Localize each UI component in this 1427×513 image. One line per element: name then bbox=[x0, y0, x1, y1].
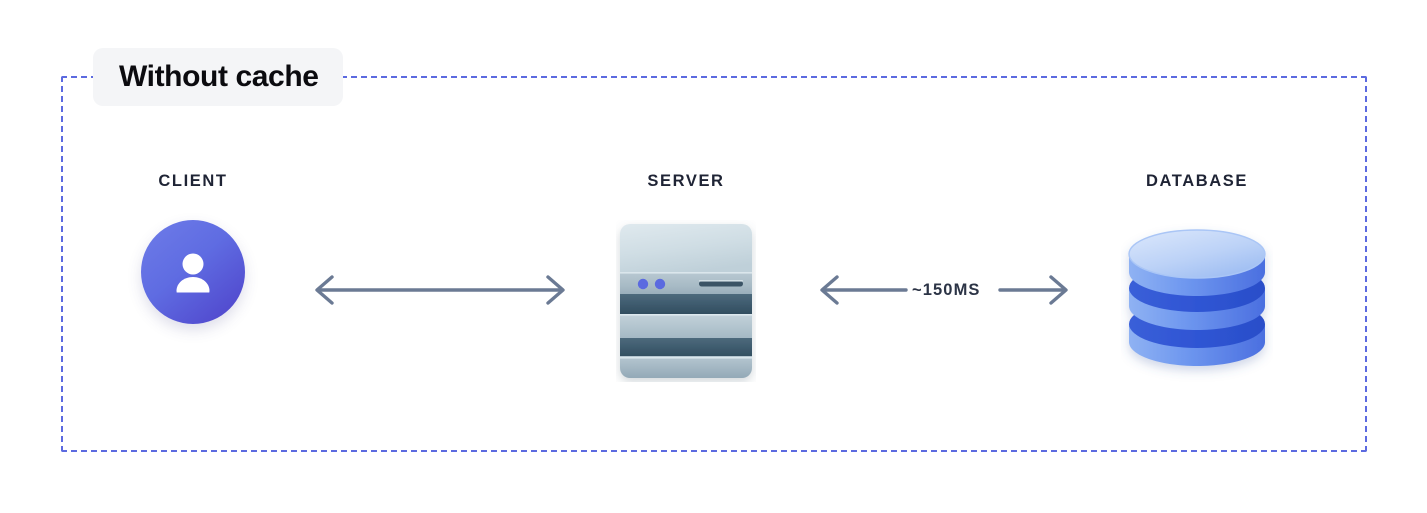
server-illustration bbox=[616, 220, 756, 387]
server-drive-slot bbox=[699, 281, 743, 287]
node-client: CLIENT bbox=[93, 172, 293, 324]
node-database-label: DATABASE bbox=[1145, 172, 1249, 190]
connection-client-server bbox=[305, 268, 575, 317]
node-client-label: CLIENT bbox=[158, 172, 228, 190]
node-server-label: SERVER bbox=[647, 172, 725, 190]
server-status-dot-1 bbox=[637, 278, 649, 290]
database-cylinder-icon bbox=[1121, 220, 1273, 387]
server-rack-icon bbox=[616, 220, 756, 387]
user-avatar-icon bbox=[141, 220, 245, 324]
node-server: SERVER bbox=[586, 172, 786, 387]
server-status-dot-2 bbox=[654, 278, 666, 290]
without-cache-boundary bbox=[61, 76, 1367, 452]
database-illustration bbox=[1121, 220, 1273, 387]
connection-server-database bbox=[810, 268, 1078, 317]
node-database: DATABASE bbox=[1097, 172, 1297, 387]
section-title-badge: Without cache bbox=[93, 48, 343, 106]
latency-label: ~150MS bbox=[912, 281, 981, 299]
section-title-text: Without cache bbox=[119, 60, 319, 93]
client-illustration bbox=[141, 220, 245, 324]
